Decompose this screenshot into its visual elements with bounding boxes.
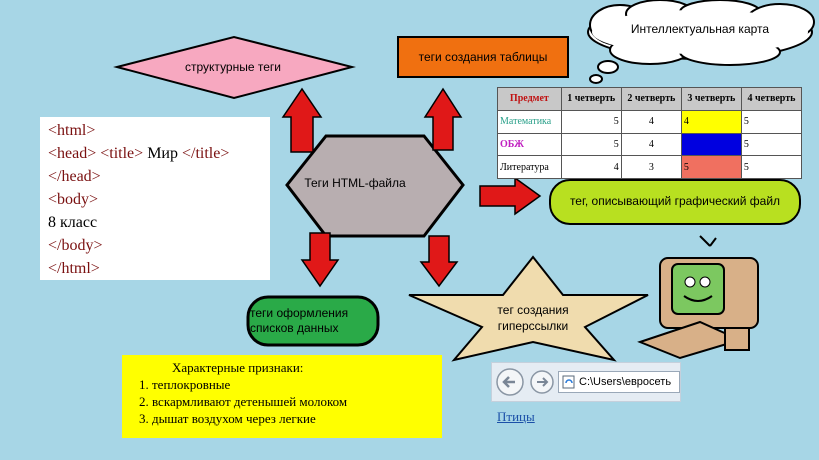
list-item: дышат воздухом через легкие [152,410,347,427]
features-header: Характерные признаки: [172,360,304,375]
structural-label: структурные теги [185,60,281,74]
list-item: вскармливают детенышей молоком [152,393,347,410]
table-cell: 5 [560,132,622,157]
html-code-block: <html> <head> <title> Мир </title> </hea… [40,117,270,280]
table-cell: 5 [560,109,622,134]
hyperlink-label: тег создания гиперссылки [497,303,569,333]
code-line: <body> [48,191,99,208]
features-list: теплокровные вскармливают детенышей моло… [130,376,347,427]
center-hexagon [285,134,465,238]
table-cell: Литература [497,155,562,179]
lists-label: теги оформления списков данных [250,306,349,335]
code-line: </head> [48,168,101,185]
code-line: <head> <title> Мир </title> [48,145,230,162]
table-tags-label: теги создания таблицы [418,50,548,64]
arrow-up-left [281,87,323,153]
table-cell [680,132,742,157]
arrow-down-right [419,235,459,288]
mind-map-cloud [587,0,815,84]
code-line: </body> [48,237,103,254]
graphic-label: тег, описывающий графический файл [569,194,781,208]
table-cell: Математика [497,109,562,134]
arrow-up-right [423,87,463,151]
table-cell: 4 [680,109,742,134]
table-cell: 5 [680,155,742,179]
lists-box [246,295,380,347]
table-header: Предмет [497,87,562,111]
address-text: C:\Users\евросеть [579,376,672,388]
code-line: <html> [48,122,96,139]
table-header-row: Предмет 1 четверть 2 четверть 3 четверть… [497,87,803,111]
nav-buttons [496,368,554,396]
forward-icon[interactable] [530,370,554,394]
table-cell: 3 [620,155,682,179]
mind-map-label: Интеллектуальная карта [630,22,770,36]
code-line: </html> [48,260,100,277]
table-row: ОБЖ 5 4 5 [497,132,803,157]
center-label: Теги HTML-файла [304,176,406,190]
computer-character-icon [637,235,759,360]
features-box: Характерные признаки: теплокровные вскар… [122,355,442,438]
hyperlink-star [408,255,649,362]
table-cell: 5 [740,132,803,157]
table-tags-box [397,36,569,78]
arrow-right [479,176,542,216]
table-cell: 5 [740,155,803,179]
grades-table: Предмет 1 четверть 2 четверть 3 четверть… [497,87,803,179]
browser-address-bar: C:\Users\евросеть [491,362,681,402]
code-line: 8 класс [48,214,98,231]
table-cell: 4 [620,109,682,134]
address-input[interactable]: C:\Users\евросеть [558,371,680,393]
table-header: 3 четверть [680,87,742,111]
structural-diamond [113,35,356,100]
back-icon[interactable] [496,368,524,396]
table-cell: 4 [560,155,622,179]
table-cell: ОБЖ [497,132,562,157]
table-cell: 4 [620,132,682,157]
birds-link[interactable]: Птицы [497,409,535,424]
arrow-down-left [300,232,340,288]
table-row: Математика 5 4 4 5 [497,109,803,134]
page-icon [562,375,575,389]
table-header: 4 четверть [740,87,803,111]
list-item: теплокровные [152,376,347,393]
table-header: 1 четверть [560,87,622,111]
table-header: 2 четверть [620,87,682,111]
graphic-box [549,179,801,225]
table-row: Литература 4 3 5 5 [497,155,803,179]
table-cell: 5 [740,109,803,134]
